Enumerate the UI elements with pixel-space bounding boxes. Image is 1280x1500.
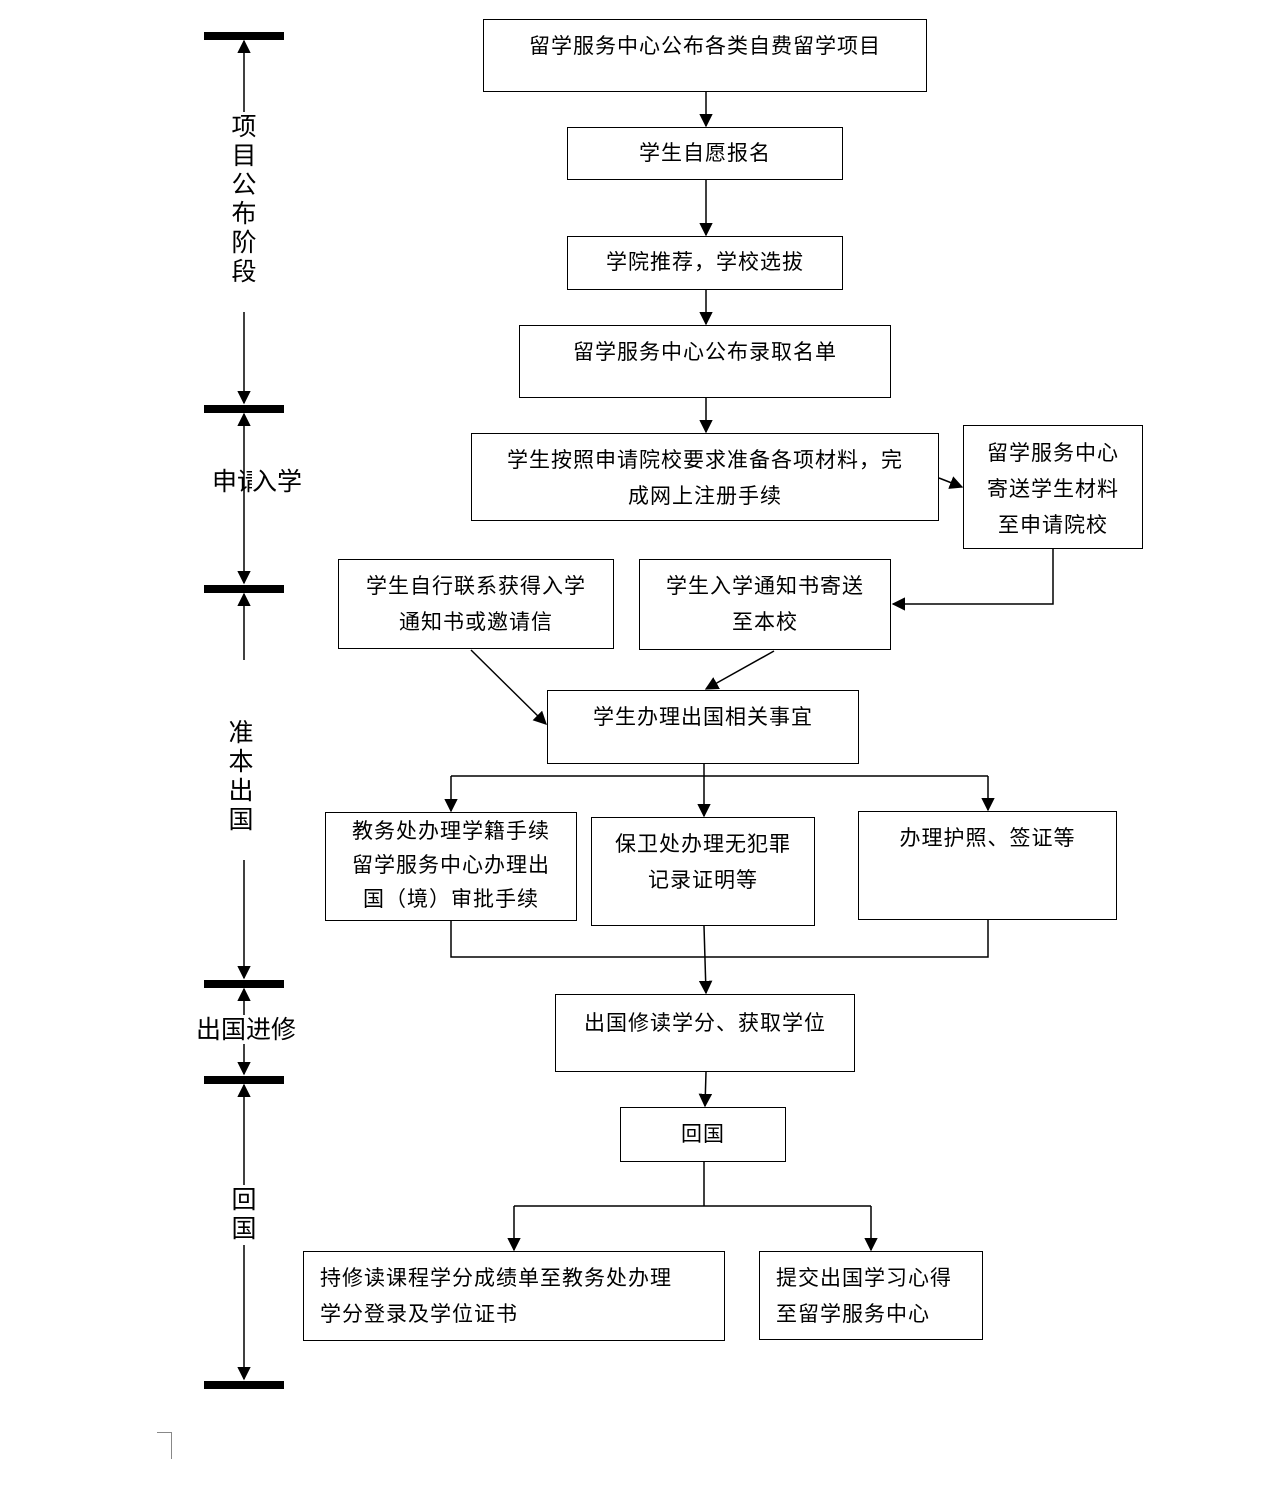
step-admission-letter-mailed: 学生入学通知书寄送 至本校 — [639, 559, 891, 650]
step-handle-departure-matters: 学生办理出国相关事宜 — [547, 690, 859, 764]
stage-label-text: 项目公布阶段 — [231, 112, 257, 286]
stage-label-application-right: 入学 — [252, 467, 303, 496]
step-passport-visa: 办理护照、签证等 — [858, 811, 1117, 920]
stage-label-text: 准本出国 — [228, 718, 254, 834]
step-publish-projects: 留学服务中心公布各类自费留学项目 — [483, 19, 927, 92]
step-publish-admission-list: 留学服务中心公布录取名单 — [519, 325, 891, 398]
timeline-ticks — [204, 32, 284, 1389]
flow-arrows — [444, 92, 1054, 1252]
step-send-materials: 留学服务中心 寄送学生材料 至申请院校 — [963, 425, 1143, 549]
step-recommend-select: 学院推荐，学校选拔 — [567, 236, 843, 290]
step-no-criminal-record: 保卫处办理无犯罪 记录证明等 — [591, 817, 815, 926]
stage-label-overseas-study: 出国进修 — [188, 1015, 304, 1044]
step-student-signup: 学生自愿报名 — [567, 127, 843, 180]
step-return-home: 回国 — [620, 1107, 786, 1162]
step-overseas-credits-degree: 出国修读学分、获取学位 — [555, 994, 855, 1072]
page-corner-mark — [157, 1432, 172, 1459]
stage-label-application-left: 申请 — [212, 467, 263, 496]
stage-label-return: 回国 — [229, 1185, 259, 1245]
step-self-contact-admission: 学生自行联系获得入学 通知书或邀请信 — [338, 559, 614, 649]
step-prepare-materials: 学生按照申请院校要求准备各项材料，完 成网上注册手续 — [471, 433, 939, 521]
step-submit-study-report: 提交出国学习心得 至留学服务中心 — [759, 1251, 983, 1340]
step-academic-affairs: 教务处办理学籍手续 留学服务中心办理出 国（境）审批手续 — [325, 812, 577, 921]
stage-label-project-announcement: 项目公布阶段 — [229, 112, 259, 312]
stage-label-prepare-departure: 准本出国 — [226, 660, 256, 860]
step-credit-registration: 持修读课程学分成绩单至教务处办理 学分登录及学位证书 — [303, 1251, 725, 1341]
